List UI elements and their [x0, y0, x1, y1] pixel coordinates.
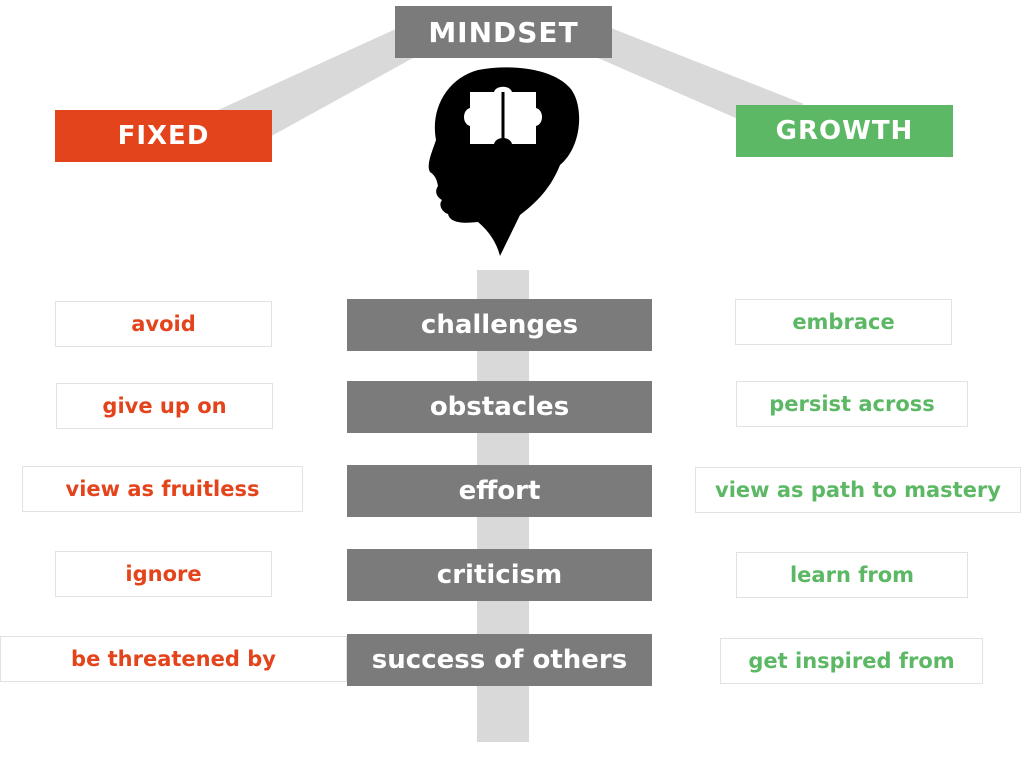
topic-criticism: criticism: [347, 549, 652, 601]
fixed-item-criticism: ignore: [55, 551, 272, 597]
connector-growth: [598, 28, 804, 126]
topic-success-of-others: success of others: [347, 634, 652, 686]
head-with-puzzle-brain-icon: [428, 67, 580, 256]
fixed-heading: FIXED: [55, 110, 272, 162]
topic-obstacles: obstacles: [347, 381, 652, 433]
growth-item-challenges: embrace: [735, 299, 952, 345]
fixed-item-challenges: avoid: [55, 301, 272, 347]
topic-effort: effort: [347, 465, 652, 517]
growth-heading: GROWTH: [736, 105, 953, 157]
growth-item-success-of-others: get inspired from: [720, 638, 983, 684]
mindset-title: MINDSET: [395, 6, 612, 58]
fixed-item-success-of-others: be threatened by: [0, 636, 347, 682]
growth-item-obstacles: persist across: [736, 381, 968, 427]
fixed-item-obstacles: give up on: [56, 383, 273, 429]
growth-item-effort: view as path to mastery: [695, 467, 1021, 513]
fixed-item-effort: view as fruitless: [22, 466, 303, 512]
growth-item-criticism: learn from: [736, 552, 968, 598]
topic-challenges: challenges: [347, 299, 652, 351]
